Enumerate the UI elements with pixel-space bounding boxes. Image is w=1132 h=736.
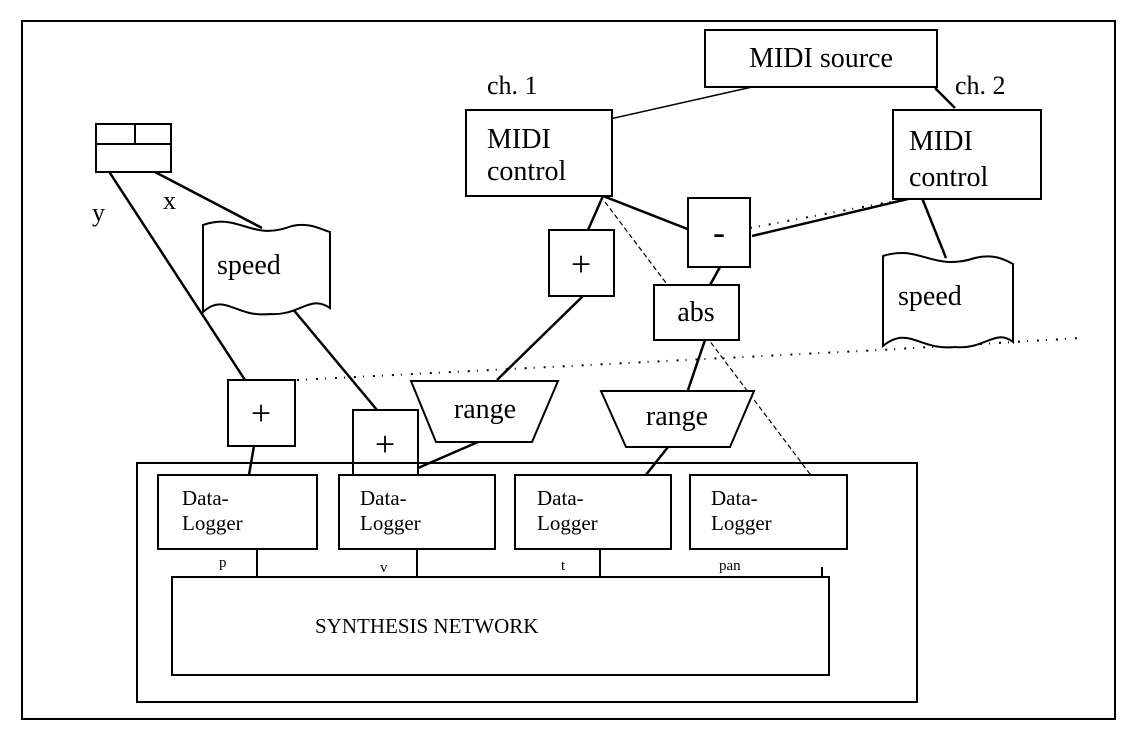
plus-operator-left: + — [227, 379, 296, 447]
data-logger-v-line1: Data- — [360, 486, 407, 510]
data-logger-t-line2: Logger — [537, 511, 598, 535]
edge-midi1-plus — [586, 195, 605, 231]
midi-source-label: MIDI source — [749, 43, 893, 74]
edge-range1-logger — [417, 440, 479, 470]
param-p-label: p — [219, 555, 227, 571]
midi-control-1-node: MIDI control — [465, 109, 613, 197]
plus-mid-label: + — [375, 424, 395, 464]
plus-left-label: + — [251, 393, 271, 433]
range-1-label: range — [454, 394, 516, 425]
outer-frame — [21, 20, 1116, 720]
edge-xy-y — [106, 169, 247, 381]
speed-2-node: speed — [882, 251, 1014, 349]
abs-operator: abs — [653, 284, 740, 341]
midi-control-1-line2: control — [487, 156, 567, 187]
param-v-label: v — [380, 560, 388, 576]
data-logger-p: Data- Logger — [157, 474, 318, 550]
range-operator-1: range — [409, 380, 560, 443]
channel-2-label: ch. 2 — [955, 71, 1006, 100]
plus-operator-mid: + — [352, 409, 419, 477]
minus-operator: - — [687, 197, 751, 268]
plus-top-label: + — [571, 244, 591, 284]
edge-plus-range — [496, 295, 584, 381]
axis-x-label: x — [163, 186, 176, 215]
synthesis-network-label: SYNTHESIS NETWORK — [315, 614, 538, 638]
synthesis-container — [136, 462, 918, 703]
data-logger-v-line2: Logger — [360, 511, 421, 535]
range-2-label: range — [646, 401, 708, 432]
data-logger-t-line1: Data- — [537, 486, 584, 510]
speed-1-node: speed — [202, 220, 331, 316]
channel-1-label: ch. 1 — [487, 71, 538, 100]
speed-1-label: speed — [217, 250, 281, 281]
data-logger-pan: Data- Logger — [689, 474, 848, 550]
speed-2-label: speed — [898, 281, 962, 312]
synthesis-network-node: SYNTHESIS NETWORK — [171, 576, 830, 676]
edge-xy-x — [154, 170, 263, 230]
edge-dotted-feedback-top — [749, 199, 901, 229]
midi-control-2-node: MIDI control — [892, 109, 1042, 200]
data-logger-pan-line1: Data- — [711, 486, 758, 510]
data-logger-p-line2: Logger — [182, 511, 243, 535]
midi-control-2-line1: MIDI — [909, 126, 973, 157]
edge-minus-midi2 — [751, 196, 913, 238]
midi-control-1-line1: MIDI — [487, 124, 551, 155]
param-pan-label: pan — [719, 558, 741, 574]
edge-dashed-pan — [604, 201, 823, 491]
midi-source-node: MIDI source — [704, 29, 938, 88]
data-logger-t: Data- Logger — [514, 474, 672, 550]
edge-source-ch2 — [934, 87, 956, 109]
edge-minus-abs — [708, 266, 722, 286]
xy-pad-node — [95, 123, 172, 173]
midi-control-2-line2: control — [909, 162, 989, 193]
edge-abs-range — [686, 339, 707, 391]
data-logger-v: Data- Logger — [338, 474, 496, 550]
edge-midi1-minus — [602, 194, 691, 232]
minus-label: - — [713, 212, 725, 252]
abs-label: abs — [677, 297, 714, 328]
axis-y-label: y — [92, 198, 105, 227]
edge-speed-plus — [291, 307, 378, 411]
edge-midi2-speed — [920, 197, 948, 259]
range-operator-2: range — [599, 390, 756, 448]
param-t-label: t — [561, 558, 566, 574]
data-logger-p-line1: Data- — [182, 486, 229, 510]
plus-operator-top: + — [548, 229, 615, 297]
data-logger-pan-line2: Logger — [711, 511, 772, 535]
